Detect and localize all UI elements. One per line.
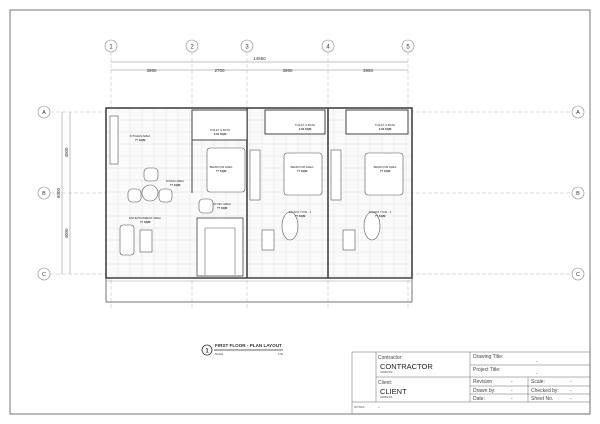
grid-bubble-column	[321, 39, 335, 53]
scale-value: -	[570, 379, 572, 385]
room-area: ?? SQM	[375, 214, 386, 218]
date-label: Date:	[473, 396, 485, 402]
room-name: BEDROOM AREA	[210, 165, 233, 169]
project-title-label: Project Title:	[473, 367, 501, 373]
room-name: STUDIO TYPE - 2	[369, 210, 392, 214]
room-name: BEDROOM AREA	[291, 165, 314, 169]
grid-bubble-column	[401, 39, 415, 53]
drawing-title-label: Drawing Title:	[473, 354, 504, 360]
notes-value: -	[378, 405, 380, 411]
room-area: ?? SQM	[295, 214, 306, 218]
dimension-lines: 14550 3950 2700 3950 3950 8000 4000 4000	[56, 56, 408, 274]
grid-bubble-label: 5	[406, 45, 410, 51]
grid-bubble-row	[37, 105, 51, 119]
grid-bubble-label: B	[42, 191, 46, 197]
room-area: ?? SQM	[380, 169, 391, 173]
grid-bubble-label: B	[576, 191, 580, 197]
column-dimension-text: 3950	[363, 68, 374, 73]
drawn-by-value: -	[511, 388, 513, 394]
room-name: TOILET & BATH	[295, 123, 315, 127]
contractor-name: CONTRACTOR	[380, 362, 433, 371]
grid-bubble-label: 3	[245, 45, 249, 51]
column-dimension-text: 2700	[214, 68, 225, 73]
sheet-border	[9, 9, 591, 415]
room-area: ?? SQM	[217, 206, 228, 210]
grid-bubble-column	[104, 39, 118, 53]
drawn-by-label: Drawn by:	[473, 388, 496, 394]
row-dimension-text: 4000	[64, 147, 69, 158]
grid-bubbles: 1 2 3 4 5A A B B C C	[37, 39, 585, 281]
grid-bubble-label: C	[576, 272, 580, 278]
grid-bubble-label: A	[42, 110, 46, 116]
building-plan	[105, 107, 413, 303]
room-name: STUDIO TYPE - 1	[289, 210, 312, 214]
sheet-no-value: -	[570, 396, 572, 402]
project-title-value: -	[536, 371, 538, 377]
room-name: BEDROOM AREA	[374, 165, 397, 169]
view-title-text: FIRST FLOOR - PLAN LAYOUT	[215, 343, 282, 348]
column-dimension-text: 3950	[146, 68, 157, 73]
room-name: DINING AREA	[166, 179, 184, 183]
grid-bubble-label: 4	[326, 45, 330, 51]
grid-bubble-row	[571, 186, 585, 200]
room-area: ?? SQM	[140, 220, 151, 224]
date-value: -	[511, 396, 513, 402]
room-name: KITCHEN AREA	[130, 134, 151, 138]
row-dimension-text: 4000	[64, 228, 69, 239]
revision-label: Revision	[473, 379, 493, 385]
client-label: Client:	[378, 380, 393, 386]
room-area: ?? SQM	[135, 138, 146, 142]
revision-value: -	[511, 379, 513, 385]
overall-row-dimension-text: 8000	[56, 187, 61, 198]
grid-bubble-row	[37, 267, 51, 281]
grid-bubble-label: 1	[109, 45, 113, 51]
grid-bubble-label: A	[576, 110, 580, 116]
client-address: ADRESS	[380, 395, 393, 399]
overall-dimension-text: 14550	[253, 56, 266, 61]
title-block	[351, 351, 591, 415]
room-area: ?? SQM	[216, 169, 227, 173]
checked-by-label: Checked by:	[531, 388, 559, 394]
view-scale: 1:50	[278, 353, 283, 356]
view-scale-label: SCALE	[215, 353, 224, 356]
room-area: 3.00 SQM	[214, 132, 227, 136]
balcony	[105, 277, 413, 303]
grid-bubble-row	[37, 186, 51, 200]
contractor-address: ADRESS	[380, 370, 393, 374]
grid-bubble-column	[185, 39, 199, 53]
checked-by-value: -	[570, 388, 572, 394]
view-title: 1 FIRST FLOOR - PLAN LAYOUT SCALE 1:50	[201, 343, 284, 356]
sheet-no-label: Sheet No.	[531, 396, 554, 402]
grid-bubble-row	[571, 267, 585, 281]
room-area: ?? SQM	[297, 169, 308, 173]
room-area: 3.00 SQM	[299, 127, 312, 131]
column-dimension-text: 3950	[282, 68, 293, 73]
room-name: TOILET & BATH	[375, 123, 395, 127]
grid-bubble-column	[240, 39, 254, 53]
room-name: ENTERTAINMENT AREA	[129, 216, 161, 220]
view-number: 1	[205, 349, 209, 355]
scale-label: Scale:	[531, 379, 545, 385]
room-area: 3.00 SQM	[379, 127, 392, 131]
room-name: TOILET & BATH	[210, 128, 230, 132]
room-name: STUDY AREA	[213, 202, 231, 206]
client-name: CLIENT	[380, 387, 407, 396]
contractor-label: Contractor:	[378, 355, 403, 361]
grid-bubble-label: C	[42, 272, 46, 278]
grid-bubble-row	[571, 105, 585, 119]
room-area: ?? SQM	[170, 183, 181, 187]
drawing-title-value: -	[536, 359, 538, 365]
grid-bubble-label: 2	[190, 45, 194, 51]
notes-label: NOTES	[354, 405, 365, 409]
